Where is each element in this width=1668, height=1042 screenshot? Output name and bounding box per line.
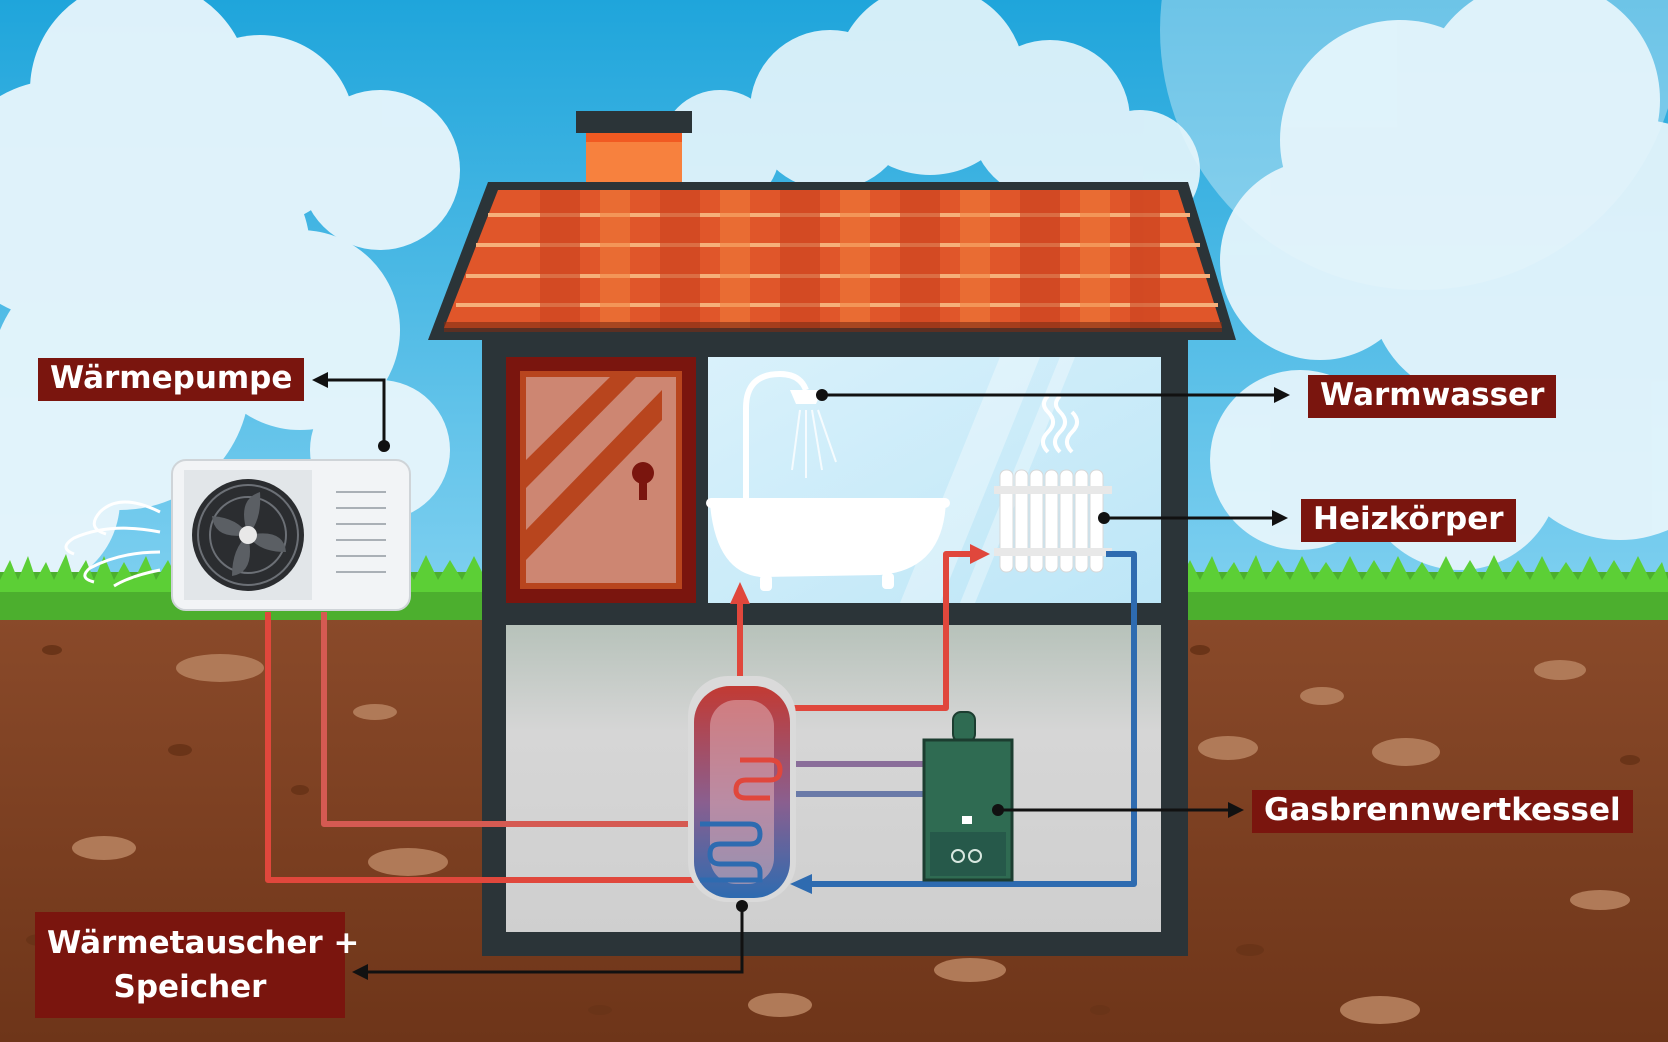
heat-pump-return-pipe [321,612,706,827]
fan-icon [192,479,304,591]
label-waermetauscher-speicher: Wärmetauscher + Speicher [35,912,360,1018]
pipes [265,551,1137,887]
connector-lines [318,378,1278,974]
heat-pump-icon [171,459,411,611]
floor-slab [506,603,1161,625]
label-waermetauscher-line2: Speicher [113,969,267,1005]
connector-speicher [362,906,744,974]
radiator-supply-pipe [794,551,978,711]
radiator-return-pipe [806,551,1137,887]
soil-stones [72,654,1630,1024]
chimney-icon [576,111,692,186]
roof [428,182,1236,340]
connector-markers [312,372,1290,980]
label-waermepumpe: Wärmepumpe [38,358,305,401]
storage-tank-icon [688,676,796,902]
bathtub-icon [706,498,950,591]
radiator-icon [994,469,1112,573]
label-heizkoerper: Heizkörper [1301,499,1516,542]
label-waermetauscher-line1: Wärmetauscher + [47,925,360,961]
pipe-arrows [730,544,990,894]
air-flow-icon [64,500,161,588]
steam-icon [1041,394,1079,454]
grass-blades-right [1180,555,1668,592]
label-warmwasser: Warmwasser [1308,375,1557,418]
door-icon [520,371,682,589]
heat-pump-supply-pipe [265,612,706,883]
label-gasbrennwertkessel: Gasbrennwertkessel [1252,790,1633,833]
shower-icon [743,370,837,510]
connector-waermepumpe [318,378,386,446]
